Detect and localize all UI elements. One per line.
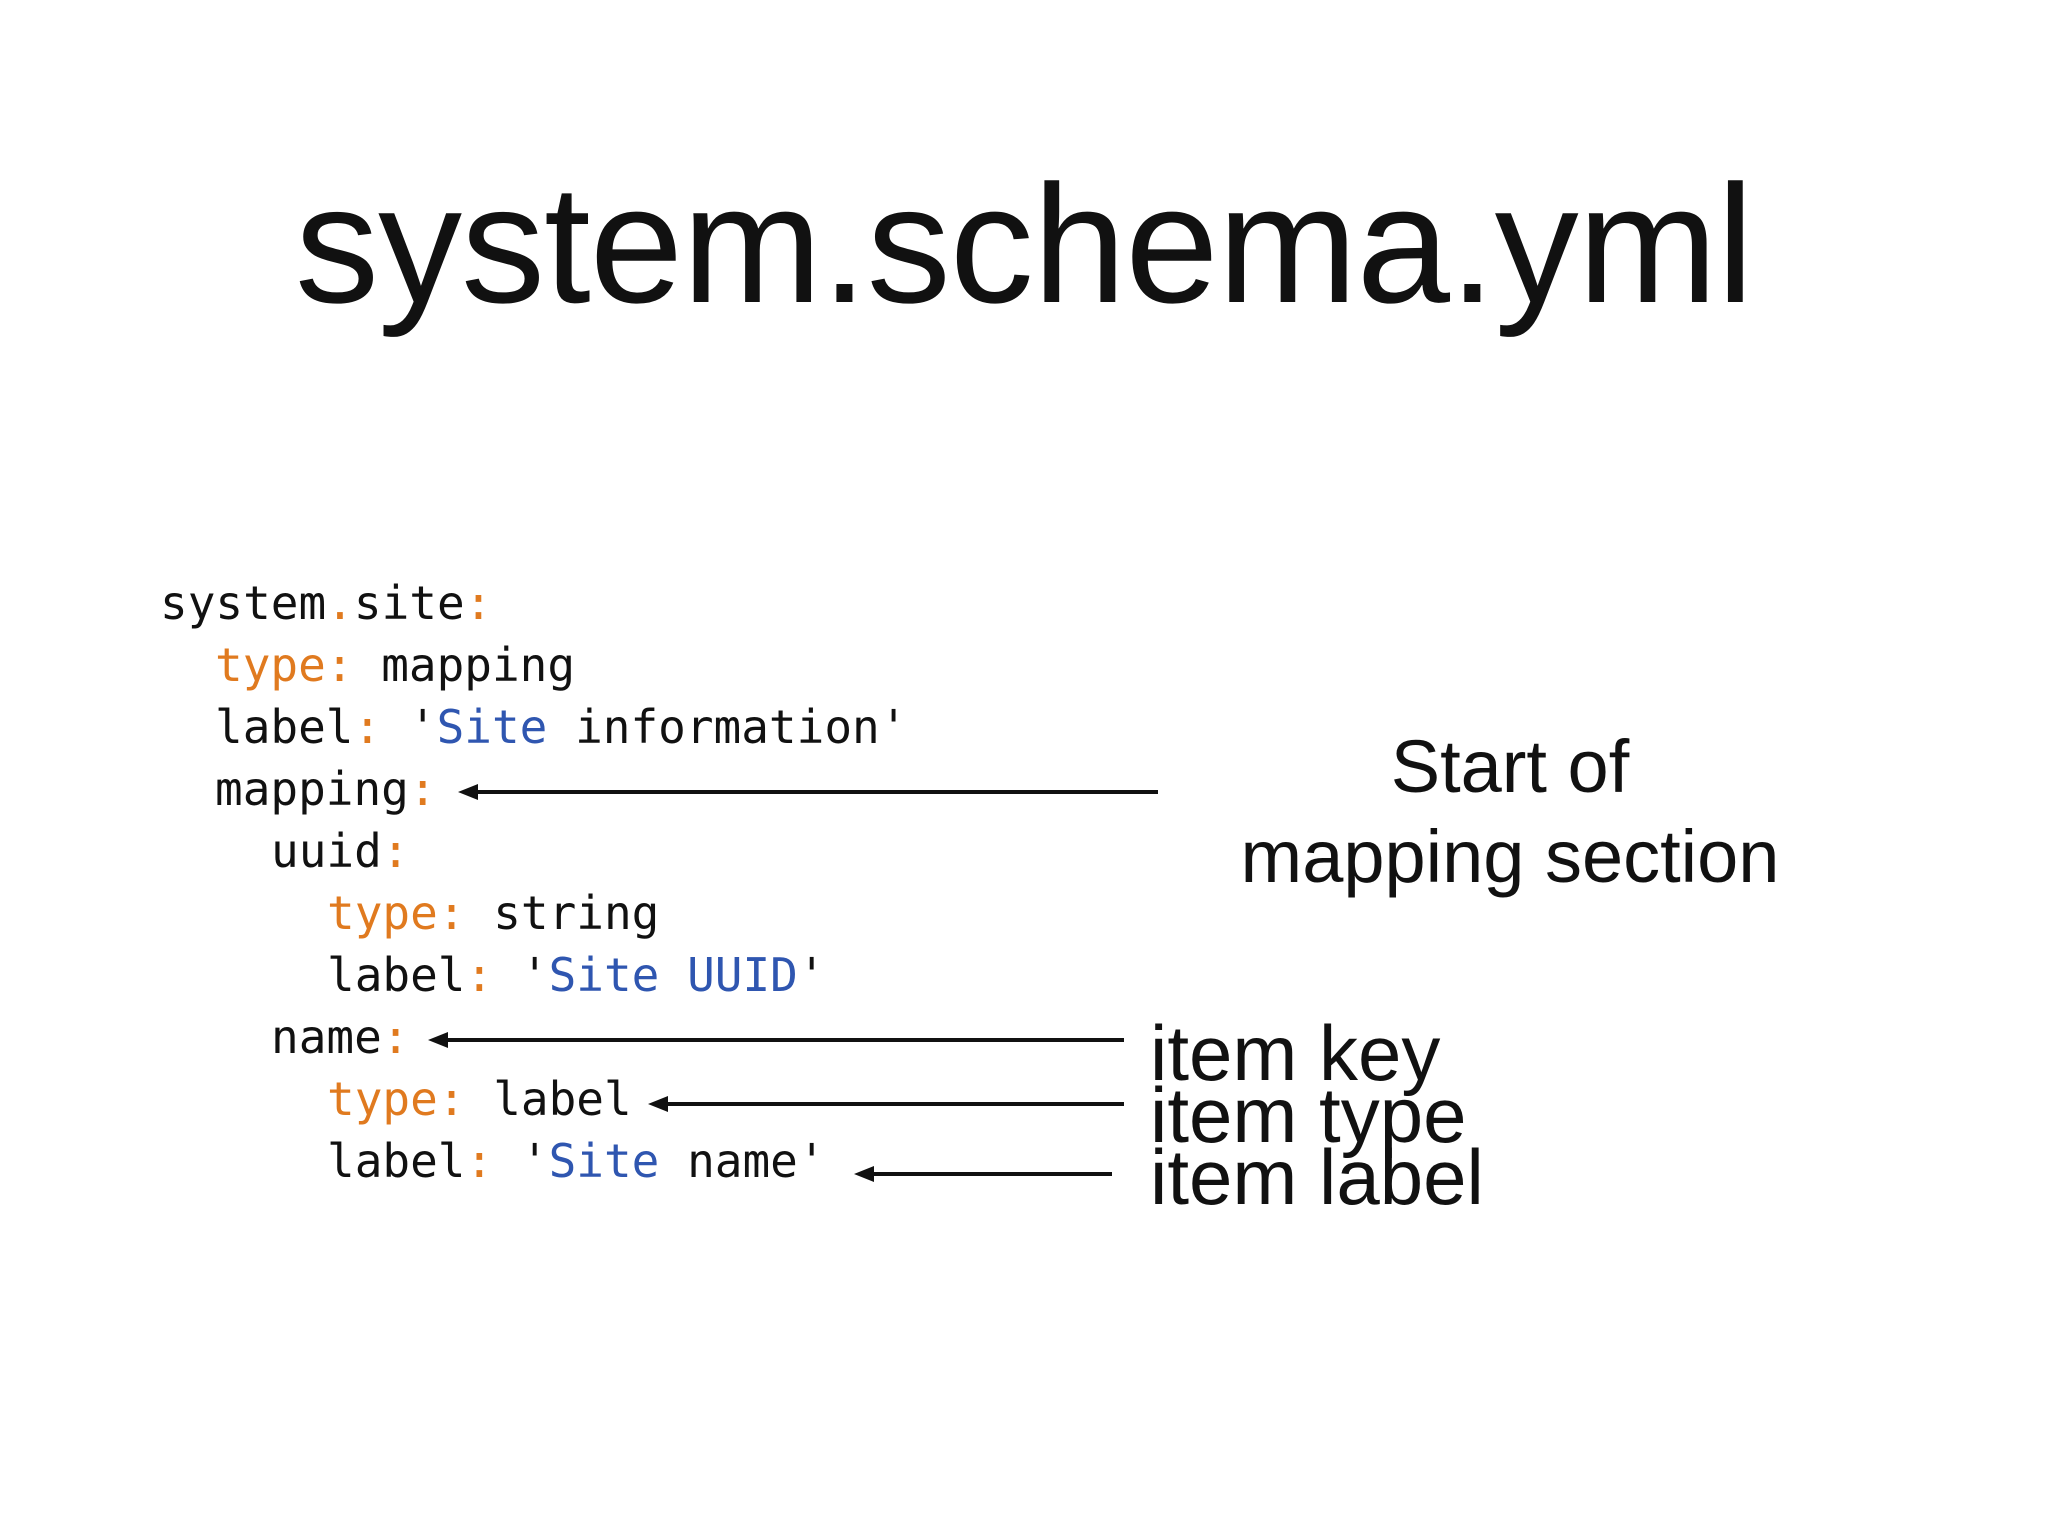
code-line-system-site: system.site: xyxy=(160,580,492,626)
code-quote: ' xyxy=(520,948,549,1002)
slide-title: system.schema.yml xyxy=(295,150,1754,338)
code-quote: ' xyxy=(797,948,826,1002)
code-string-rest: name' xyxy=(659,1134,826,1188)
annotation-item-type: item type xyxy=(1150,1071,1467,1159)
code-line-type-mapping: type: mapping xyxy=(215,642,575,688)
code-colon: : xyxy=(381,1010,410,1064)
code-value: mapping xyxy=(381,638,576,692)
code-string-word: Site xyxy=(548,1134,660,1188)
code-line-name: name: xyxy=(271,1014,409,1060)
code-line-label-site-uuid: label: 'Site UUID' xyxy=(327,952,826,998)
code-string-word: Site xyxy=(548,948,660,1002)
code-line-label-site-name: label: 'Site name' xyxy=(327,1138,826,1184)
code-colon: : xyxy=(437,1072,466,1126)
code-string-rest: information' xyxy=(547,700,908,754)
code-colon: : xyxy=(353,700,382,754)
code-quote: ' xyxy=(520,1134,549,1188)
annotation-item-label: item label xyxy=(1150,1133,1484,1221)
code-colon: : xyxy=(408,762,437,816)
code-colon: : xyxy=(437,886,466,940)
code-key: label xyxy=(215,700,354,754)
code-colon: : xyxy=(464,576,493,630)
code-key: label xyxy=(327,948,466,1002)
code-keyword: type xyxy=(327,1072,438,1126)
code-quote: ' xyxy=(408,700,437,754)
code-value: label xyxy=(493,1072,632,1126)
annotation-item-key: item key xyxy=(1150,1009,1441,1097)
code-dot: . xyxy=(326,576,354,630)
code-key: system xyxy=(160,576,327,630)
code-colon: : xyxy=(381,824,410,878)
code-colon: : xyxy=(325,638,354,692)
code-line-mapping: mapping: xyxy=(215,766,437,812)
code-colon: : xyxy=(465,948,494,1002)
code-line-type-string: type: string xyxy=(327,890,659,936)
code-string-word: Site xyxy=(436,700,548,754)
annotation-mapping-section: Start of mapping section xyxy=(1240,722,1780,902)
code-string-word: UUID xyxy=(687,948,798,1002)
code-line-uuid: uuid: xyxy=(271,828,409,874)
code-key: site xyxy=(353,576,465,630)
code-key: uuid xyxy=(271,824,382,878)
code-line-type-label: type: label xyxy=(327,1076,632,1122)
annotation-mapping-line2: mapping section xyxy=(1240,815,1780,898)
code-line-label-site-information: label: 'Site information' xyxy=(215,704,907,750)
code-key: name xyxy=(271,1010,382,1064)
code-keyword: type xyxy=(215,638,326,692)
code-key: label xyxy=(327,1134,466,1188)
code-colon: : xyxy=(465,1134,494,1188)
code-key: mapping xyxy=(215,762,409,816)
code-value: string xyxy=(493,886,660,940)
annotation-mapping-line1: Start of xyxy=(1390,725,1630,808)
code-keyword: type xyxy=(327,886,438,940)
